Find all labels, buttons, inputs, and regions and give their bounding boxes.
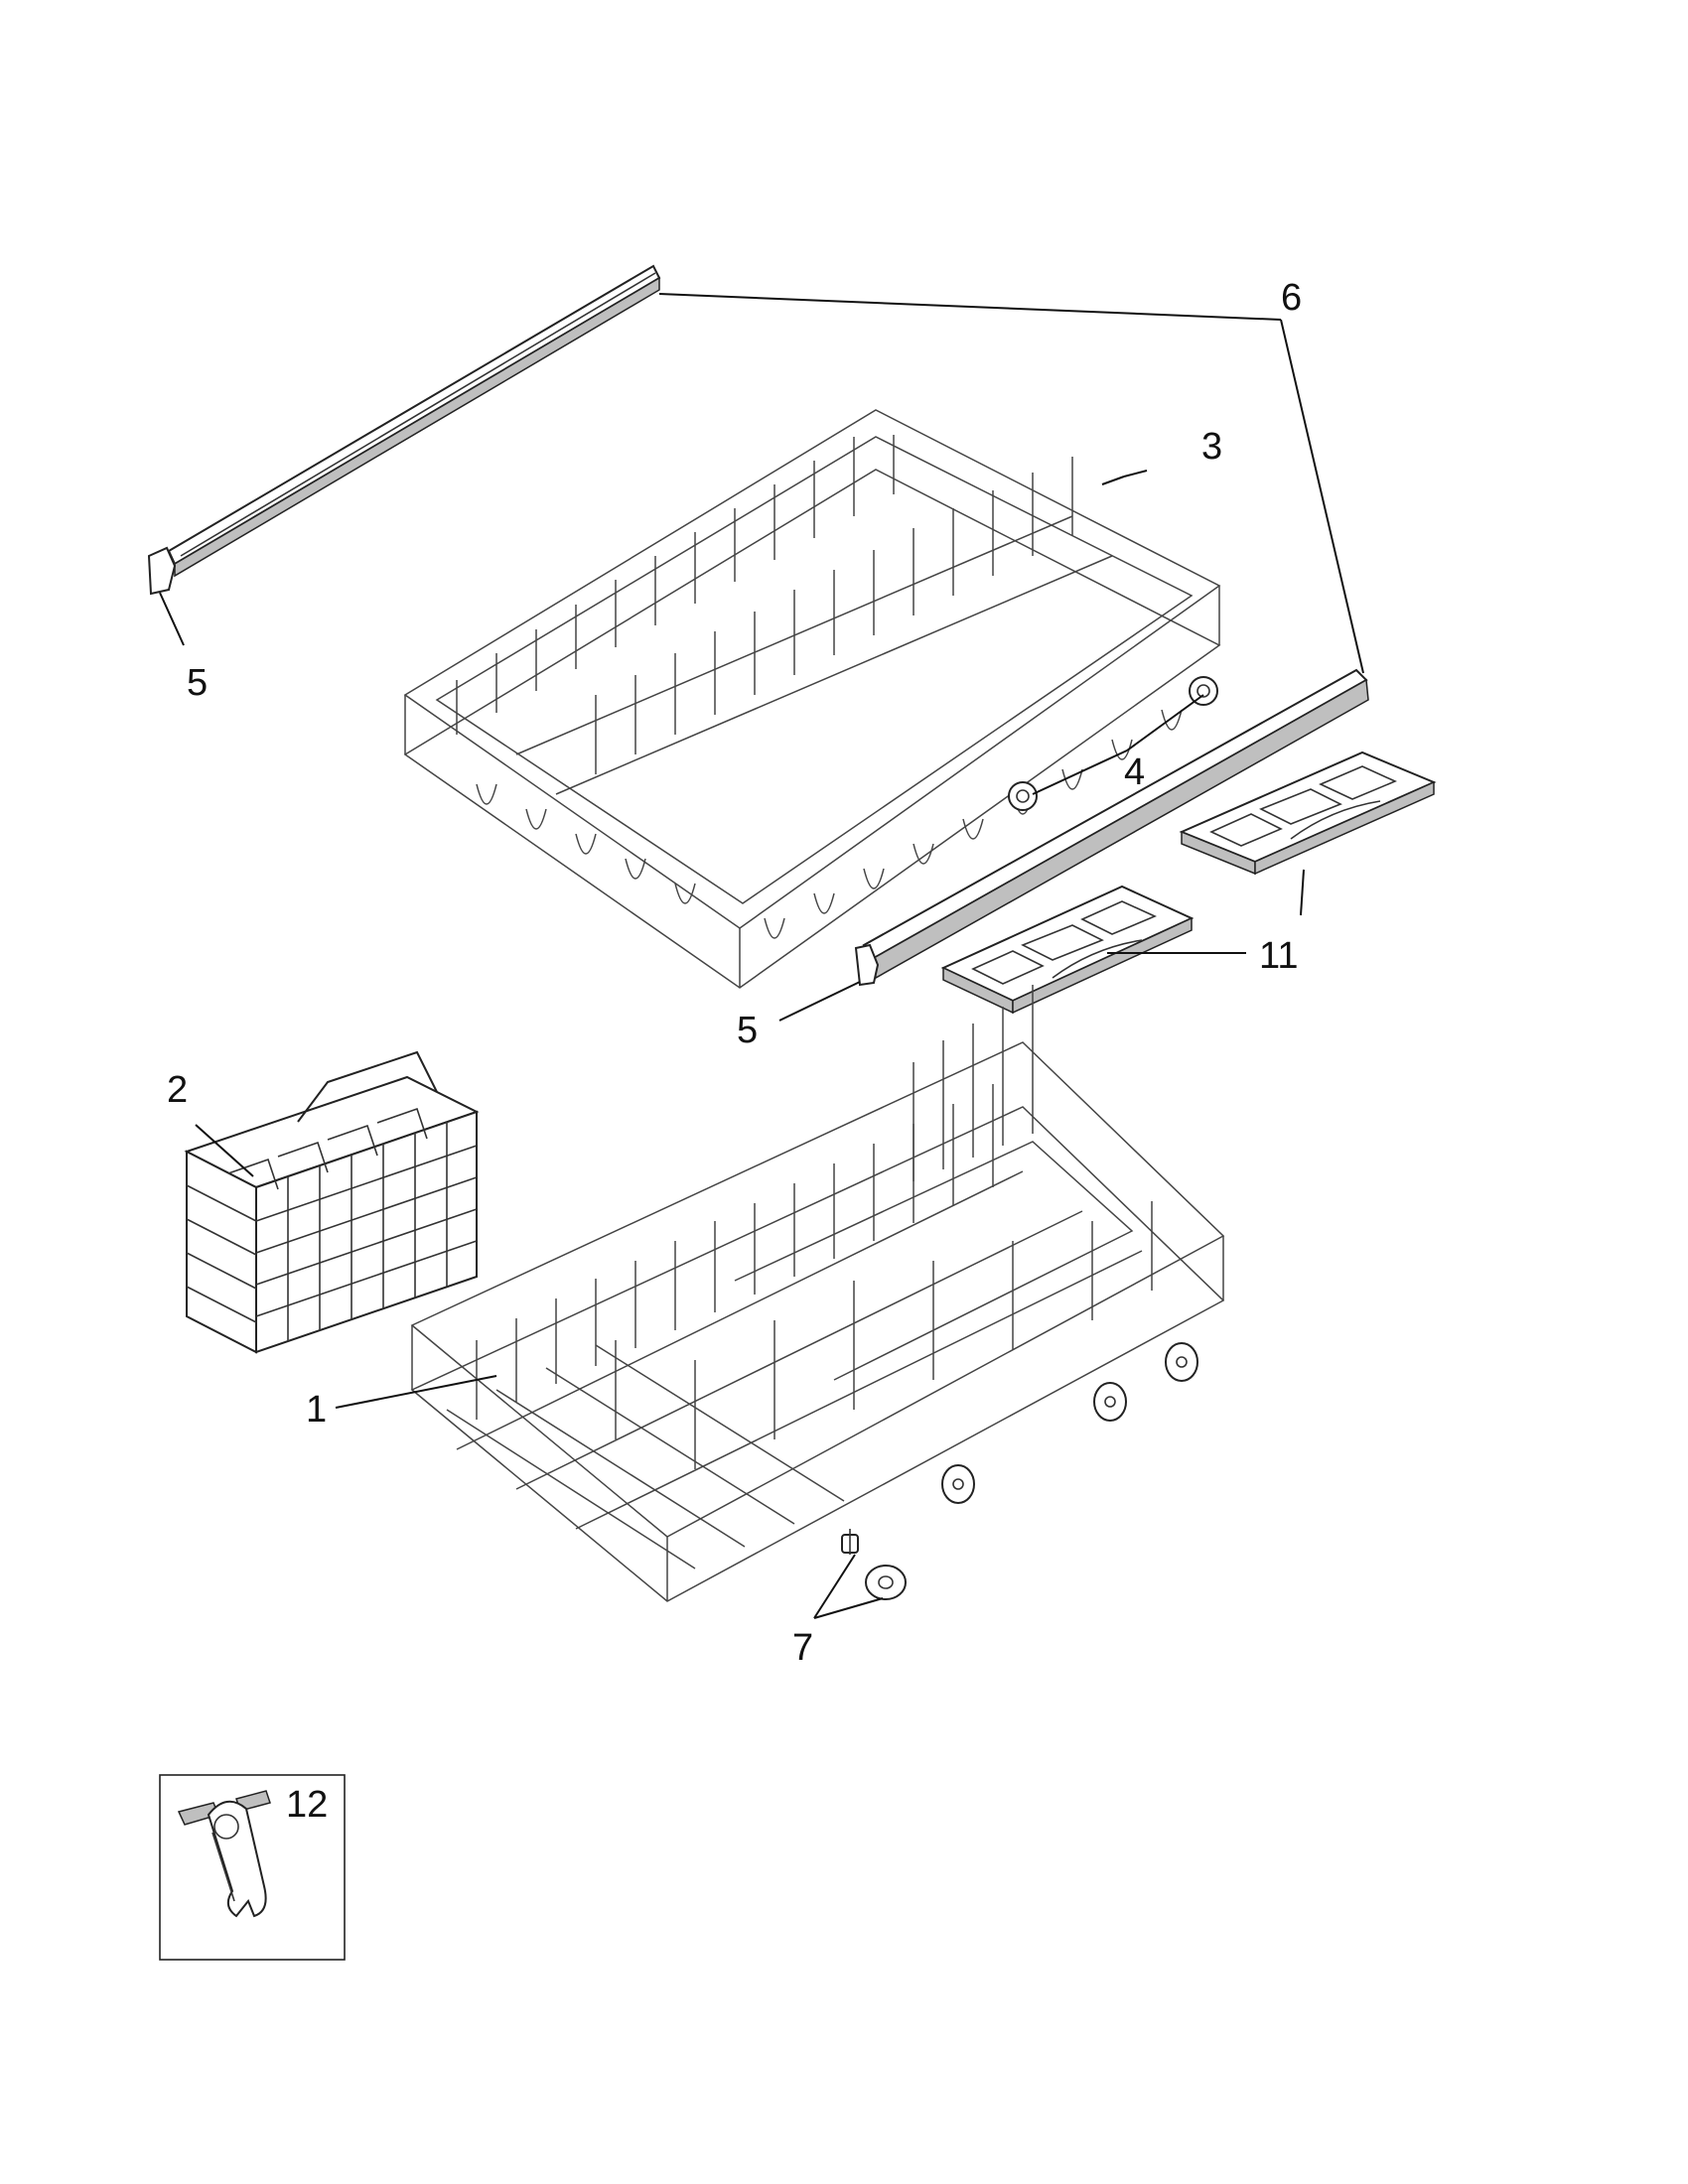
callout-3: 3 [1201,426,1222,468]
callout-5-lower: 5 [737,1010,758,1051]
callout-5-upper: 5 [187,662,208,704]
callout-4: 4 [1124,751,1145,793]
silverware-basket [184,1050,480,1354]
clip [177,1790,271,1918]
upper-rack [403,409,1221,989]
callout-1: 1 [306,1389,327,1431]
lower-rack-wheel-c [941,1464,975,1504]
wheel [865,1565,907,1600]
rail-lower-right [862,668,1369,980]
roller-right [1189,676,1218,706]
end-cap-upper-left [147,546,177,596]
lower-rack [410,985,1225,1602]
lower-rack-wheel-b [1093,1382,1127,1422]
rail-upper-left [167,264,661,578]
leader-lines [159,293,1364,1619]
cup-shelf-left [940,885,1195,1015]
callout-12: 12 [286,1784,328,1826]
end-cap-lower-right [854,943,880,987]
callout-7: 7 [792,1627,813,1669]
callout-2: 2 [167,1069,188,1111]
callout-11: 11 [1259,935,1298,977]
lower-rack-wheel-a [1165,1342,1198,1382]
clip-inset-box [159,1774,346,1961]
roller-left [1008,781,1038,811]
wheel-axle [841,1529,859,1555]
callout-6: 6 [1281,277,1302,319]
cup-shelf-right [1179,751,1437,876]
